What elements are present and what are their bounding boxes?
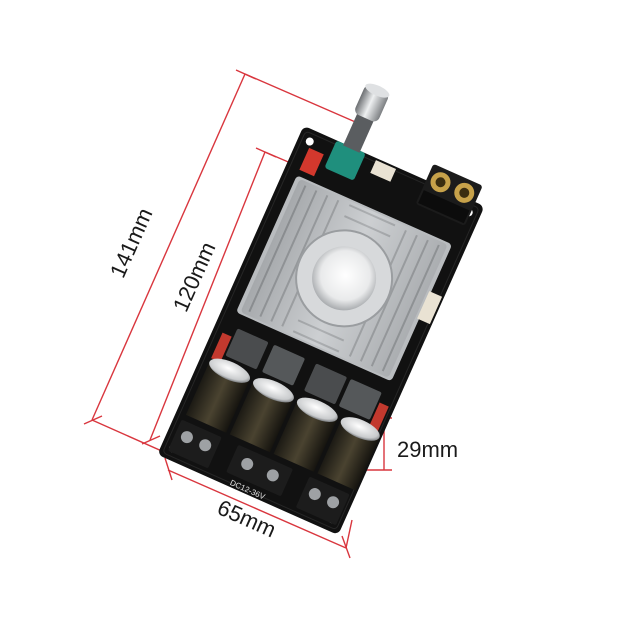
inductors [225,328,382,420]
heatsink [237,176,451,381]
electrolytic-capacitors [185,358,380,491]
side-connector [417,291,443,325]
speaker-terminals [168,420,350,525]
header-connector [370,160,397,182]
power-terminal [226,445,293,496]
dimension-line-141mm [83,69,361,461]
volume-knob [325,83,390,180]
cap-height-label: 29mm [397,437,459,462]
dip-switch [299,147,324,177]
amplifier-board: DC12-36V [159,83,483,534]
rca-input-jacks [416,164,482,225]
dimension-line-65mm [164,457,353,559]
